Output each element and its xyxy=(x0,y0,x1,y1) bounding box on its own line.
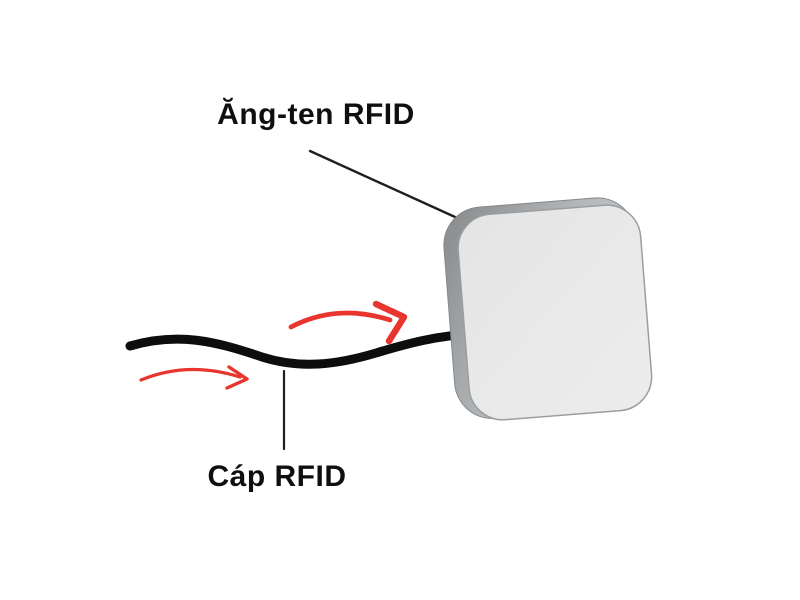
arrow-large-head xyxy=(372,300,408,345)
cable-label: Cáp RFID xyxy=(207,460,347,493)
antenna-label: Ăng-ten RFID xyxy=(217,98,415,131)
curved-arrow-icon-small xyxy=(139,365,249,390)
arrow-small-shaft xyxy=(139,367,242,382)
arrow-small-head xyxy=(225,365,249,390)
curved-arrow-icon-large xyxy=(288,300,408,345)
rfid-antenna-device xyxy=(443,197,653,421)
rfid-cable xyxy=(125,329,480,369)
device-front-face xyxy=(457,204,653,421)
arrow-large-shaft xyxy=(288,310,393,330)
